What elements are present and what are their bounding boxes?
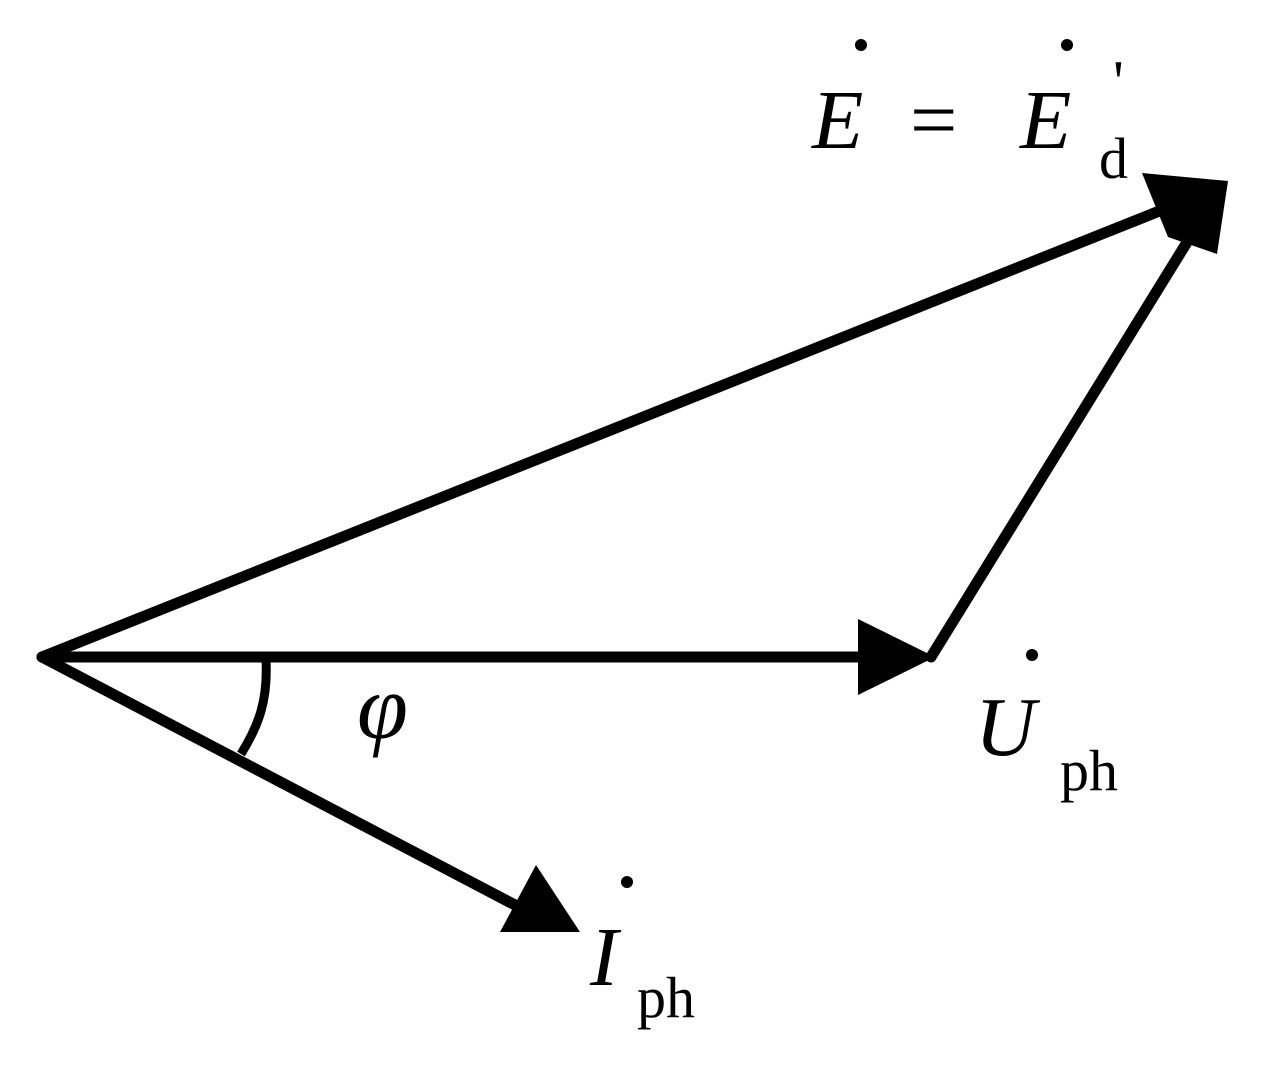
phasor-e-arrowhead bbox=[1142, 173, 1228, 254]
label-equals: = bbox=[910, 74, 957, 167]
label-angle-phi: φ bbox=[357, 656, 408, 758]
label-voltage-symbol: U bbox=[975, 681, 1041, 774]
angle-arc bbox=[237, 659, 271, 757]
label-voltage-subscript: ph bbox=[1060, 738, 1118, 803]
dot-voltage-icon bbox=[1026, 649, 1038, 661]
phasor-i-arrowhead bbox=[500, 865, 580, 932]
dot-e-icon bbox=[855, 39, 867, 51]
label-current-subscript: ph bbox=[637, 965, 695, 1030]
label-current-symbol: I bbox=[589, 911, 622, 1004]
label-e-subscript: d bbox=[1099, 126, 1128, 191]
connecting-phasor-line bbox=[925, 220, 1203, 663]
phasor-i-line bbox=[36, 651, 521, 911]
dot-current-icon bbox=[621, 876, 633, 888]
label-e-prime-mark: ' bbox=[1113, 49, 1124, 115]
label-e-equation: E = E ' d bbox=[811, 39, 1128, 191]
label-e-prime-symbol: E bbox=[1019, 74, 1071, 167]
label-e-symbol: E bbox=[811, 74, 863, 167]
label-current: I ph bbox=[589, 876, 695, 1030]
phasor-u-arrowhead bbox=[858, 619, 935, 695]
label-voltage: U ph bbox=[975, 649, 1118, 803]
dot-e-prime-icon bbox=[1061, 39, 1073, 51]
phasor-e-line bbox=[36, 200, 1178, 663]
